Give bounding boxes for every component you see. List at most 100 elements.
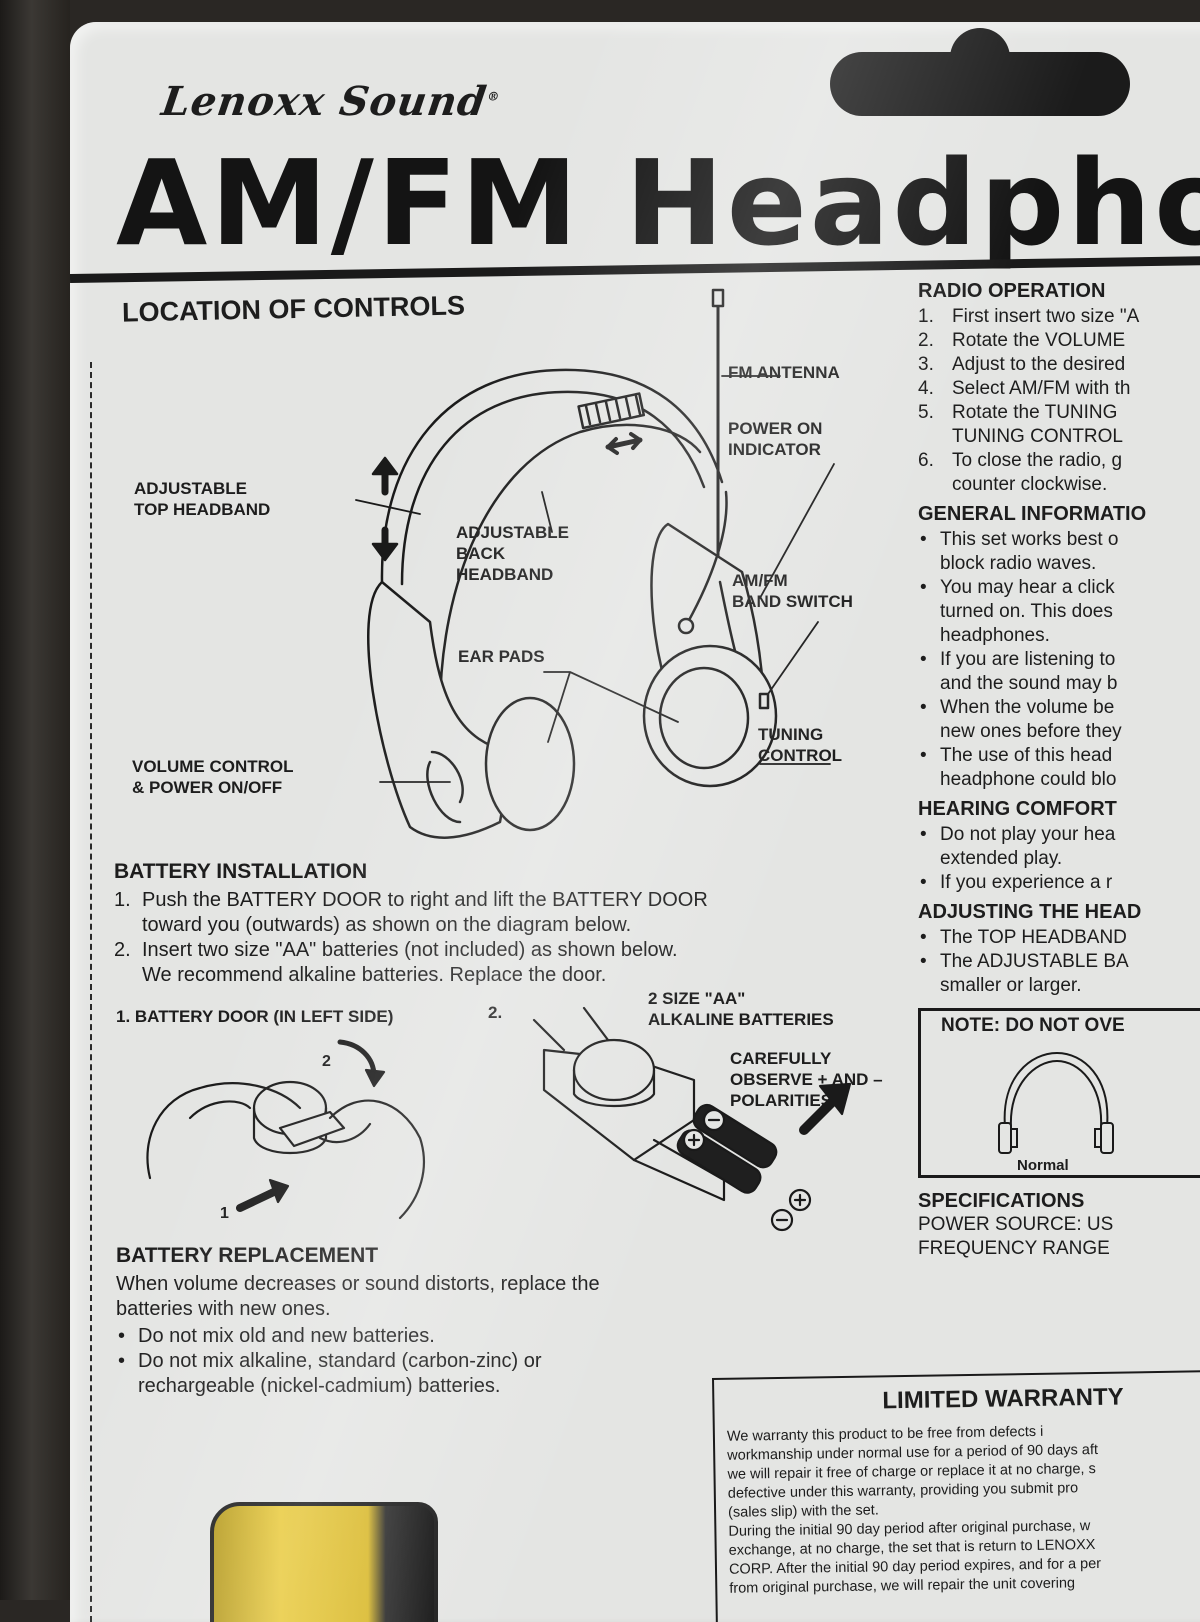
battery-step-number: 1.	[114, 889, 131, 911]
hang-tab	[830, 52, 1130, 116]
adjust-bullet: The TOP HEADBAND	[918, 926, 1200, 950]
radio-operation-heading: RADIO OPERATION	[918, 280, 1106, 302]
adjust-bullet-line: The ADJUSTABLE BA	[940, 951, 1129, 972]
general-bullet-line: If you are listening to	[940, 649, 1116, 670]
product-glimpse	[210, 1502, 438, 1622]
radio-step: 2.Rotate the VOLUME	[918, 329, 1200, 353]
label-aa-batteries-line1: 2 SIZE "AA"	[648, 989, 746, 1008]
adjust-bullet-line: smaller or larger.	[940, 975, 1082, 996]
battery-installation-heading: BATTERY INSTALLATION	[114, 860, 368, 883]
antenna-tip	[711, 288, 725, 308]
headphone-diagram	[355, 288, 835, 839]
label-power-indicator-line2: INDICATOR	[728, 440, 821, 459]
adjusting-headband-heading: ADJUSTING THE HEAD	[918, 901, 1142, 923]
adjust-bullet: The ADJUSTABLE BA smaller or larger.	[918, 950, 1200, 998]
battery-installation-steps: 1. Push the BATTERY DOOR to right and li…	[114, 888, 894, 988]
limited-warranty-box: LIMITED WARRANTY We warranty this produc…	[712, 1369, 1200, 1622]
comfort-bullet-line: Do not play your hea	[940, 824, 1116, 845]
product-title: AM/FM Headpho	[116, 134, 1200, 272]
label-tuning-control-line2: CONTROL	[758, 746, 843, 765]
battery-replacement-bullet: Do not mix alkaline, standard (carbon-zi…	[116, 1349, 756, 1399]
label-polarities-line1: CAREFULLY	[730, 1049, 832, 1068]
note-normal-label: Normal	[1017, 1157, 1069, 1174]
battery-replacement-bullets: Do not mix old and new batteries. Do not…	[116, 1324, 756, 1399]
label-volume-control: VOLUME CONTROL & POWER ON/OFF	[132, 756, 294, 798]
general-bullet-line: turned on. This does	[940, 601, 1113, 622]
radio-step-line: Rotate the TUNING	[952, 402, 1118, 423]
specifications-heading: SPECIFICATIONS	[918, 1190, 1085, 1212]
label-band-switch-line1: AM/FM	[732, 571, 788, 590]
comfort-bullet-line: If you experience a r	[940, 872, 1113, 893]
battery-step: 2. Insert two size "AA" batteries (not i…	[114, 938, 894, 988]
battery-replacement-bullet-line: rechargeable (nickel-cadmium) batteries.	[138, 1375, 501, 1397]
general-bullet-line: and the sound may b	[940, 673, 1118, 694]
figure1-step-1: 1	[220, 1205, 229, 1222]
label-fm-antenna: FM ANTENNA	[728, 363, 840, 382]
note-box: NOTE: DO NOT OVE Normal	[918, 1008, 1200, 1178]
label-volume-control-line2: & POWER ON/OFF	[132, 778, 283, 797]
warranty-heading: LIMITED WARRANTY	[882, 1383, 1124, 1415]
right-column: RADIO OPERATION 1. First insert two size …	[918, 274, 1200, 1374]
label-aa-batteries-line2: ALKALINE BATTERIES	[648, 1010, 834, 1029]
radio-step-line: First insert two size "A	[952, 306, 1140, 327]
label-top-headband-line2: TOP HEADBAND	[134, 500, 271, 519]
radio-step-line: counter clockwise.	[952, 474, 1108, 495]
spec-line: FREQUENCY RANGE	[918, 1238, 1110, 1259]
radio-step: 3. Adjust to the desired	[918, 353, 1200, 377]
brand-name: Lenoxx Sound	[158, 78, 490, 125]
comfort-bullet: If you experience a r	[918, 871, 1200, 895]
spec-line: POWER SOURCE: US	[918, 1214, 1114, 1235]
note-title: NOTE: DO NOT OVE	[941, 1015, 1125, 1036]
hearing-comfort-bullets: Do not play your hea extended play. If yo…	[918, 823, 1200, 895]
radio-step-line: Rotate the VOLUME	[952, 330, 1126, 351]
label-power-indicator-line1: POWER ON	[728, 419, 823, 438]
radio-step-number: 3.	[918, 354, 934, 375]
battery-insertion-illustration	[532, 1006, 852, 1232]
radio-step: 5. Rotate the TUNING TUNING CONTROL	[918, 401, 1200, 449]
packaging-card: Lenoxx Sound® AM/FM Headpho LOCATION OF …	[70, 22, 1200, 1622]
label-aa-batteries: 2 SIZE "AA" ALKALINE BATTERIES	[648, 988, 834, 1030]
battery-replacement-heading: BATTERY REPLACEMENT	[116, 1244, 379, 1267]
battery-step-line: Push the BATTERY DOOR to right and lift …	[142, 889, 708, 911]
label-band-switch: AM/FM BAND SWITCH	[732, 570, 853, 612]
label-volume-control-line1: VOLUME CONTROL	[132, 757, 294, 776]
general-information-heading: GENERAL INFORMATIO	[918, 503, 1147, 525]
battery-replacement-intro: When volume decreases or sound distorts,…	[116, 1272, 756, 1322]
general-bullet: If you are listening to and the sound may…	[918, 648, 1200, 696]
radio-step-number: 5.	[918, 402, 934, 423]
label-top-headband: ADJUSTABLE TOP HEADBAND	[134, 478, 270, 520]
warranty-body: We warranty this product to be free from…	[726, 1423, 1102, 1597]
label-back-headband-line1: ADJUSTABLE	[456, 523, 570, 542]
label-back-headband-line2: BACK	[456, 544, 506, 563]
battery-replacement-bullet: Do not mix old and new batteries.	[116, 1324, 756, 1349]
radio-step-line: Select AM/FM with th	[952, 378, 1131, 399]
radio-step: 4.Select AM/FM with th	[918, 377, 1200, 401]
battery-replacement-intro-line: batteries with new ones.	[116, 1298, 331, 1320]
radio-step-number: 6.	[918, 450, 934, 471]
hearing-comfort-heading: HEARING COMFORT	[918, 798, 1117, 820]
label-ear-pads: EAR PADS	[458, 647, 545, 666]
adjust-bullet-line: The TOP HEADBAND	[940, 927, 1127, 948]
label-back-headband: ADJUSTABLE BACK HEADBAND	[456, 522, 569, 585]
battery-step-line: We recommend alkaline batteries. Replace…	[142, 964, 607, 986]
general-bullet-line: block radio waves.	[940, 553, 1097, 574]
radio-step-number: 1.	[918, 306, 934, 327]
radio-step-line: Adjust to the desired	[952, 354, 1126, 375]
radio-operation-steps: 1. First insert two size "A 2.Rotate the …	[918, 305, 1200, 497]
label-tuning-control-line1: TUNING	[758, 725, 824, 744]
battery-step-line: Insert two size "AA" batteries (not incl…	[142, 939, 678, 961]
headband-normal-icon	[998, 1051, 1114, 1154]
radio-step: 1. First insert two size "A	[918, 305, 1200, 329]
comfort-bullet-line: extended play.	[940, 848, 1063, 869]
battery-step-number: 2.	[114, 939, 131, 961]
label-top-headband-line1: ADJUSTABLE	[134, 479, 248, 498]
radio-step-line: TUNING CONTROL	[952, 426, 1123, 447]
general-bullet-line: When the volume be	[940, 697, 1115, 718]
battery-step-line: toward you (outwards) as shown on the di…	[142, 914, 632, 936]
